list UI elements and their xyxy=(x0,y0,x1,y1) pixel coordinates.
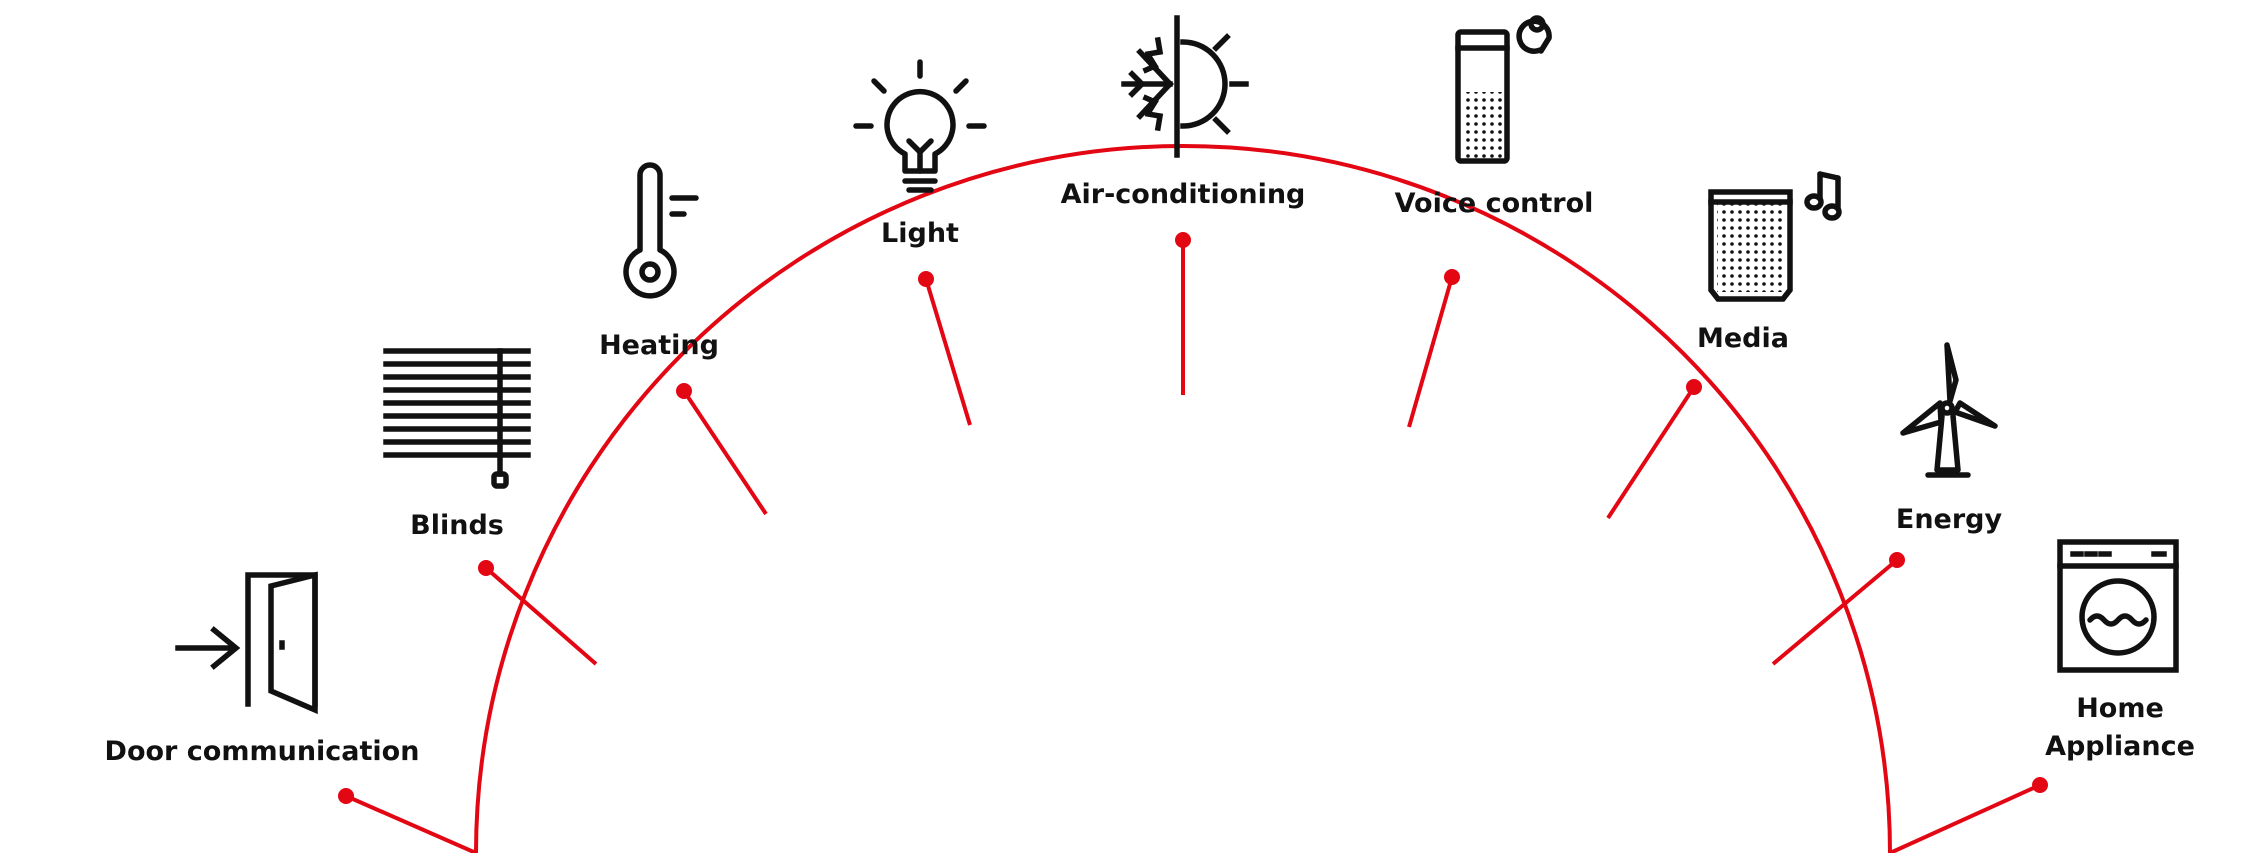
item-home-appliance: Home Appliance xyxy=(2045,539,2195,762)
item-label-line-2: Appliance xyxy=(2045,731,2195,762)
item-label: Door communication xyxy=(105,736,420,767)
item-media: Media xyxy=(1697,171,1842,354)
item-label: Blinds xyxy=(410,510,504,541)
item-label: Voice control xyxy=(1395,188,1594,219)
item-air-conditioning: Air-conditioning xyxy=(1061,15,1306,210)
snowflake-sun-icon xyxy=(1121,15,1249,158)
item-heating: Heating xyxy=(599,162,719,361)
item-energy: Energy xyxy=(1896,342,2003,535)
item-label-line-1: Home xyxy=(2076,693,2164,724)
dot-voice xyxy=(1444,269,1460,285)
dot-appliance xyxy=(2032,777,2048,793)
item-voice-control: Voice control xyxy=(1395,15,1594,219)
connector-arc xyxy=(474,144,1892,853)
dot-aircon xyxy=(1175,232,1191,248)
item-label: Energy xyxy=(1896,504,2003,535)
spoke-blinds xyxy=(484,566,598,666)
spoke-heating xyxy=(682,389,768,516)
dot-blinds xyxy=(478,560,494,576)
dot-energy xyxy=(1889,552,1905,568)
spoke-voice xyxy=(1407,276,1454,428)
item-blinds: Blinds xyxy=(383,348,531,541)
spoke-energy xyxy=(1771,558,1899,666)
spoke-light xyxy=(924,278,972,426)
dot-door xyxy=(338,788,354,804)
connector-spokes xyxy=(345,240,2041,853)
dot-heating xyxy=(676,383,692,399)
blinds-icon xyxy=(383,348,531,489)
speaker-music-icon xyxy=(1708,171,1842,302)
item-label: Heating xyxy=(599,330,719,361)
spoke-media xyxy=(1606,385,1696,520)
light-bulb-icon xyxy=(853,59,987,193)
dot-media xyxy=(1686,379,1702,395)
item-label: Air-conditioning xyxy=(1061,179,1306,210)
item-label: Light xyxy=(881,218,959,249)
spoke-appliance xyxy=(1889,783,2041,853)
dot-light xyxy=(918,271,934,287)
washing-machine-icon xyxy=(2057,539,2179,673)
smart-speaker-icon xyxy=(1455,15,1552,164)
item-light: Light xyxy=(853,59,987,249)
item-door-communication: Door communication xyxy=(105,571,420,767)
wind-turbine-icon xyxy=(1900,342,1998,478)
thermometer-icon xyxy=(623,162,699,299)
door-entry-icon xyxy=(175,571,318,715)
spoke-door xyxy=(345,794,477,853)
connector-dots xyxy=(338,232,2048,804)
item-label: Media xyxy=(1697,323,1789,354)
